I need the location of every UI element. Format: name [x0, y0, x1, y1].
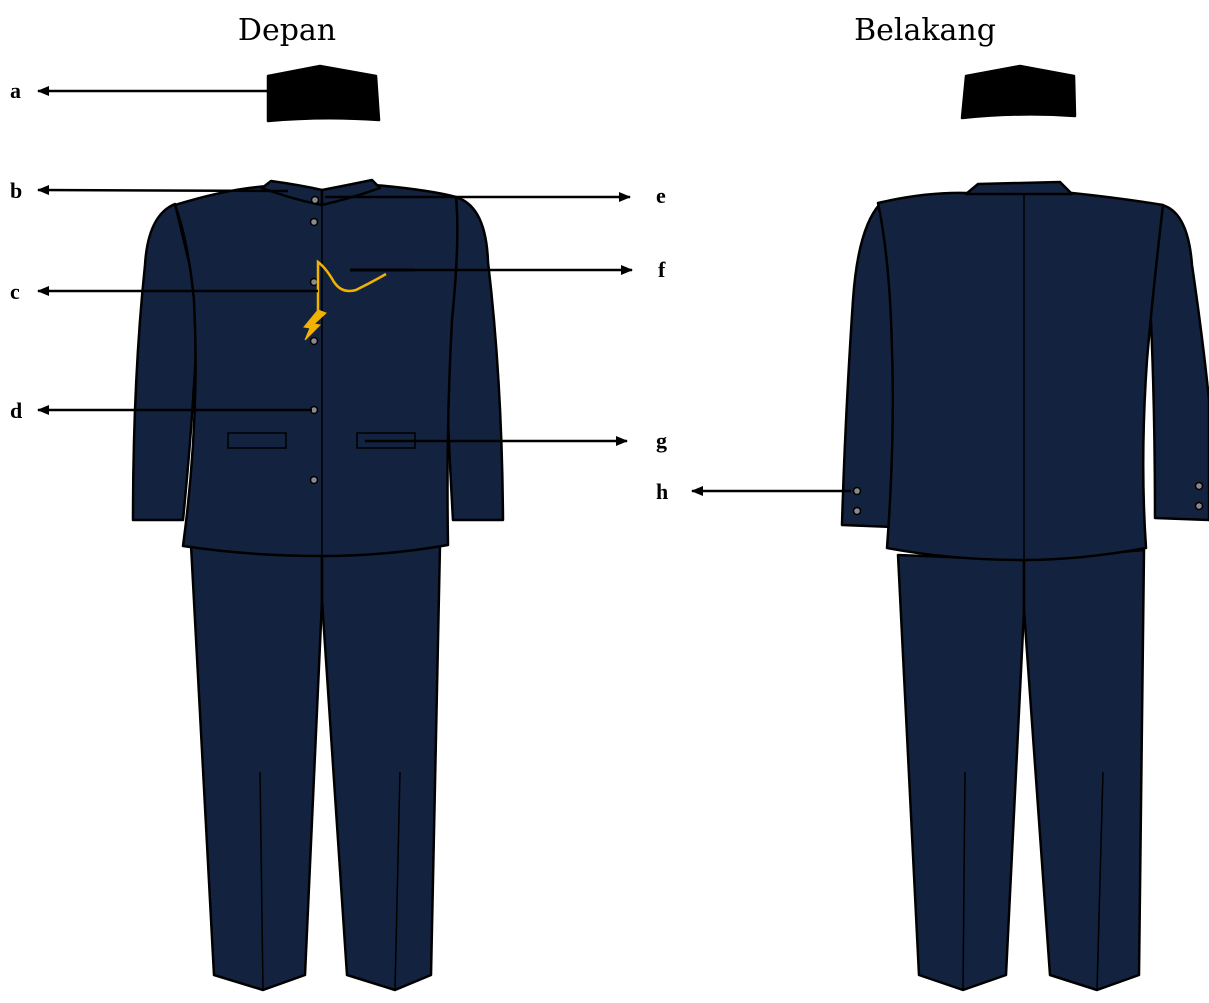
front-view-title: Depan: [238, 13, 336, 48]
label-b: b: [10, 178, 22, 203]
back-cuff-button-right-2: [1194, 501, 1204, 511]
label-e: e: [656, 183, 666, 208]
back-cuff-button-left-2: [852, 506, 862, 516]
front-trouser-left: [189, 543, 324, 992]
arrow-b: [37, 185, 289, 196]
front-button-3: [309, 336, 319, 346]
back-trouser-left: [896, 553, 1026, 992]
label-d: d: [10, 398, 22, 423]
label-f: f: [658, 257, 666, 282]
label-g: g: [656, 428, 667, 453]
front-cap: [266, 64, 381, 123]
label-a: a: [10, 78, 21, 103]
front-figure: [131, 64, 505, 992]
back-sleeve-right: [1148, 203, 1209, 522]
label-h: h: [656, 479, 668, 504]
back-jacket-body: [876, 191, 1165, 562]
front-trouser-crease-right: [394, 771, 401, 991]
front-jacket-body: [173, 183, 459, 558]
front-collar-button: [310, 195, 320, 205]
back-cuff-button-right-1: [1194, 481, 1204, 491]
back-view-title: Belakang: [854, 13, 996, 48]
front-lanyard-whistle: [303, 309, 327, 341]
back-trouser-crease-right: [1096, 771, 1104, 991]
back-figure: [840, 64, 1209, 992]
front-trouser-right: [320, 543, 442, 992]
front-button-2: [309, 277, 319, 287]
back-collar: [964, 180, 1074, 196]
front-lanyard-cord: [316, 259, 387, 312]
front-trouser-crease-left: [259, 771, 264, 991]
back-trouser-right: [1022, 548, 1146, 992]
front-button-5: [309, 475, 319, 485]
label-c: c: [10, 279, 20, 304]
front-button-1: [309, 217, 319, 227]
back-cuff-button-left-1: [852, 486, 862, 496]
front-collar-right: [320, 178, 382, 207]
back-cap: [960, 64, 1077, 120]
back-trouser-crease-left: [962, 771, 966, 991]
front-pocket-left: [227, 432, 287, 449]
